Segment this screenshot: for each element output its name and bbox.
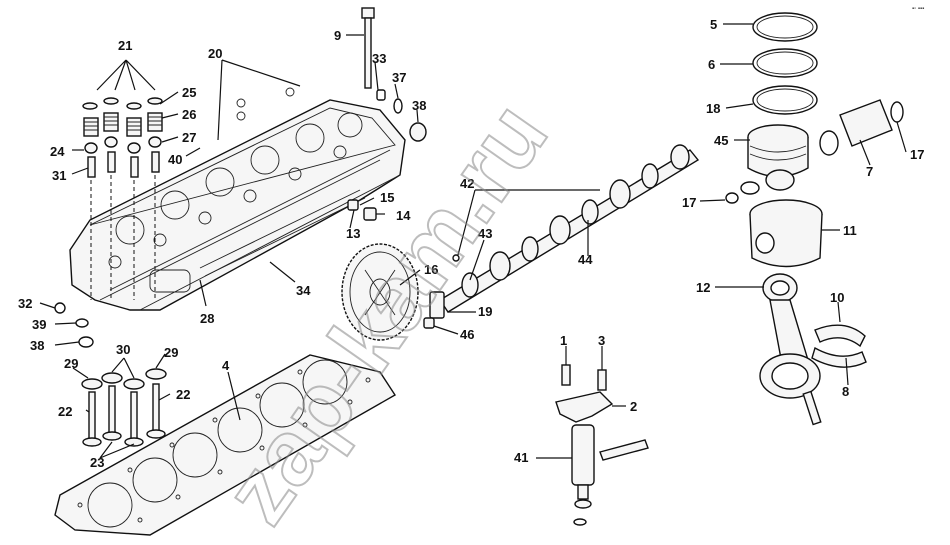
callout-26: 26 <box>182 107 196 122</box>
intake-exhaust-valves <box>54 302 167 447</box>
valve-spring-stacks <box>82 59 163 300</box>
callout-5: 5 <box>710 17 717 32</box>
callout-11: 11 <box>843 223 857 238</box>
callout-17-lower: 17 <box>682 195 696 210</box>
callout-3: 3 <box>598 333 605 348</box>
callout-1: 1 <box>560 333 567 348</box>
camshaft-gear <box>341 243 419 341</box>
callout-16: 16 <box>424 262 438 277</box>
callout-41: 41 <box>514 450 528 465</box>
callout-12: 12 <box>696 280 710 295</box>
head-gasket <box>54 354 396 536</box>
callout-2: 2 <box>630 399 637 414</box>
fuel-injector <box>555 364 649 526</box>
callout-28: 28 <box>200 311 214 326</box>
callout-42: 42 <box>460 176 474 191</box>
callout-46: 46 <box>460 327 474 342</box>
callout-23: 23 <box>90 455 104 470</box>
callout-labels: 1 2 3 4 5 6 7 8 9 10 11 12 13 14 15 16 1… <box>18 17 924 470</box>
callout-38-left: 38 <box>30 338 44 353</box>
cylinder-head <box>69 87 406 311</box>
callout-24: 24 <box>50 144 65 159</box>
head-bolt <box>361 7 427 142</box>
callout-18: 18 <box>706 101 720 116</box>
callout-4: 4 <box>222 358 230 373</box>
piston-rings <box>752 12 818 115</box>
callout-14: 14 <box>396 208 411 223</box>
callout-22-left: 22 <box>58 404 72 419</box>
callout-33: 33 <box>372 51 386 66</box>
callout-30: 30 <box>116 342 130 357</box>
callout-38-right: 38 <box>412 98 426 113</box>
callout-34: 34 <box>296 283 311 298</box>
callout-29-right: 29 <box>164 345 178 360</box>
piston-skirt <box>749 199 823 268</box>
callout-19: 19 <box>478 304 492 319</box>
connecting-rod <box>759 273 867 426</box>
callout-43: 43 <box>478 226 492 241</box>
callout-17-upper: 17 <box>910 147 924 162</box>
callout-22-right: 22 <box>176 387 190 402</box>
callout-15: 15 <box>380 190 394 205</box>
callout-10: 10 <box>830 290 844 305</box>
piston <box>725 99 904 204</box>
callout-37: 37 <box>392 70 406 85</box>
callout-45: 45 <box>714 133 728 148</box>
callout-25: 25 <box>182 85 196 100</box>
callout-29-left: 29 <box>64 356 78 371</box>
callout-7: 7 <box>866 164 873 179</box>
callout-13: 13 <box>346 226 360 241</box>
callout-32: 32 <box>18 296 32 311</box>
leader-lines <box>39 23 907 459</box>
callout-44: 44 <box>578 252 593 267</box>
callout-21: 21 <box>118 38 132 53</box>
corner-mark: ▪▫ ▪▪▪ <box>912 6 924 12</box>
callout-39: 39 <box>32 317 46 332</box>
callout-31: 31 <box>52 168 66 183</box>
callout-6: 6 <box>708 57 715 72</box>
callout-40: 40 <box>168 152 182 167</box>
callout-8: 8 <box>842 384 849 399</box>
callout-9: 9 <box>334 28 341 43</box>
callout-20: 20 <box>208 46 222 61</box>
callout-27: 27 <box>182 130 196 145</box>
camshaft <box>423 144 700 329</box>
